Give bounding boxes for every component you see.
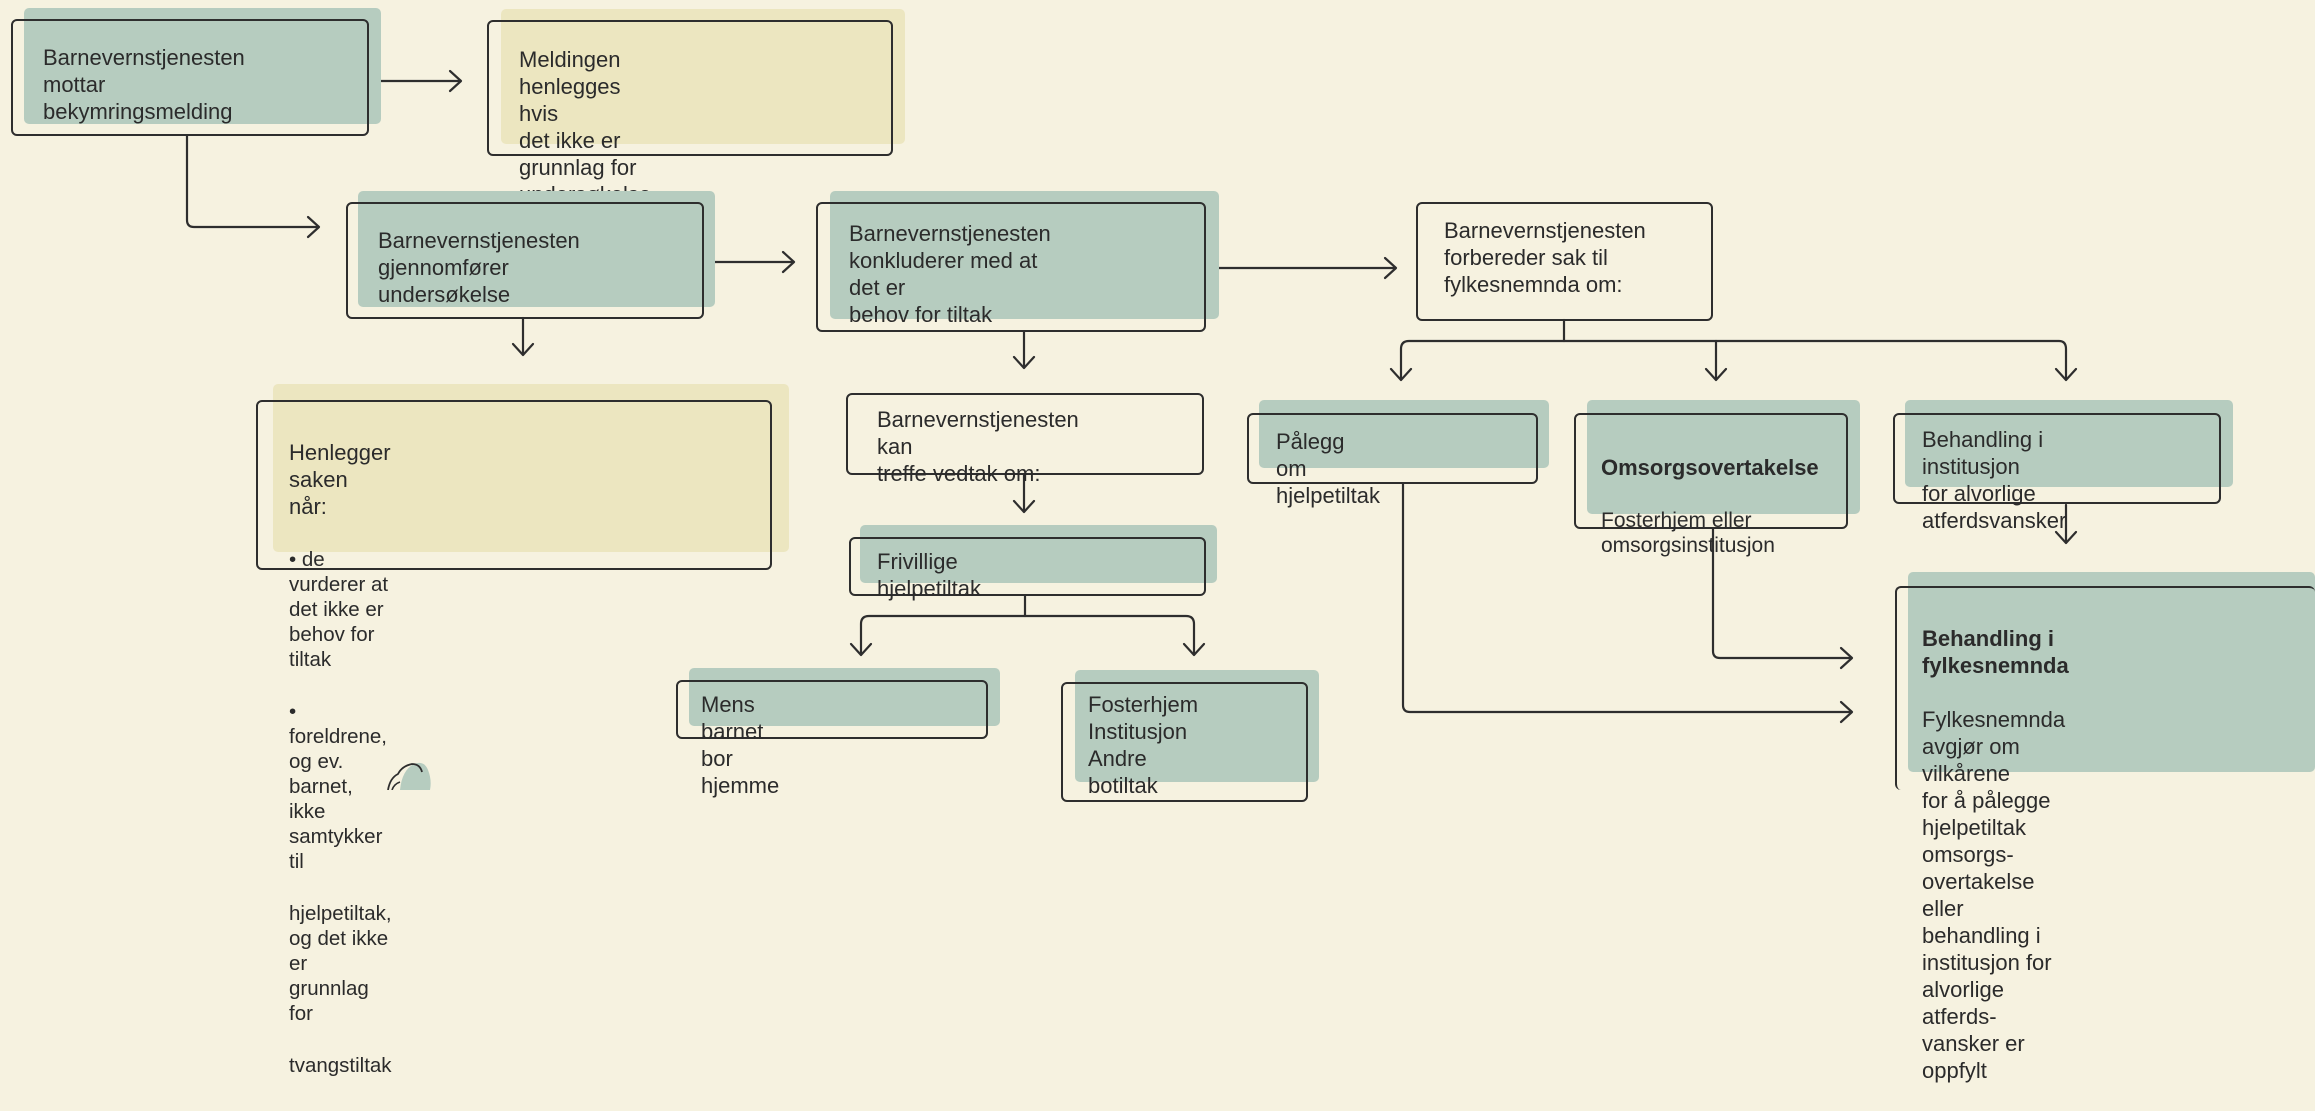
connector-lines <box>185 69 2078 724</box>
node-care-title: Omsorgsovertakelse <box>1601 455 1819 480</box>
node-home-text: Mens barnet bor hjemme <box>701 692 780 798</box>
node-board-title: Behandling i fylkesnemnda <box>1922 626 2069 678</box>
node-decision-text: Barnevernstjenesten kan treffe vedtak om… <box>877 407 1079 486</box>
node-closes-title: Henlegger saken når: <box>289 440 391 519</box>
illustration-fragment <box>387 762 431 790</box>
node-receive-text: Barnevernstjenesten mottar bekymringsmel… <box>43 45 245 124</box>
node-investigate-text: Barnevernstjenesten gjennomfører undersø… <box>378 228 580 307</box>
node-closes-item: • de vurderer at det ikke er behov for t… <box>289 548 389 671</box>
node-board-content: Behandling i fylkesnemnda Fylkesnemnda a… <box>1922 598 2069 1111</box>
node-closes-item: • foreldrene, og ev. barnet, ikke samtyk… <box>289 700 388 873</box>
node-prepares-text: Barnevernstjenesten forbereder sak til f… <box>1444 218 1646 297</box>
node-closes-item: tvangstiltak <box>289 1054 392 1077</box>
node-institution-text: Behandling i institusjon for alvorlige a… <box>1922 427 2067 533</box>
node-concludes-text: Barnevernstjenesten konkluderer med at d… <box>849 221 1051 327</box>
node-closes-item: hjelpetiltak, og det ikke er grunnlag fo… <box>289 902 392 1025</box>
node-care-content: Omsorgsovertakelse Fosterhjem eller omso… <box>1601 427 1819 585</box>
node-foster-text: Fosterhjem Institusjon Andre botiltak <box>1088 692 1199 798</box>
node-order-text: Pålegg om hjelpetiltak <box>1276 429 1380 508</box>
node-voluntary-text: Frivillige hjelpetiltak <box>877 549 981 601</box>
node-care-body: Fosterhjem eller omsorgsinstitusjon <box>1601 509 1775 557</box>
node-board-body: Fylkesnemnda avgjør om vilkårene for å p… <box>1922 707 2066 1083</box>
node-closes-content: Henlegger saken når: • de vurderer at de… <box>289 412 392 1105</box>
